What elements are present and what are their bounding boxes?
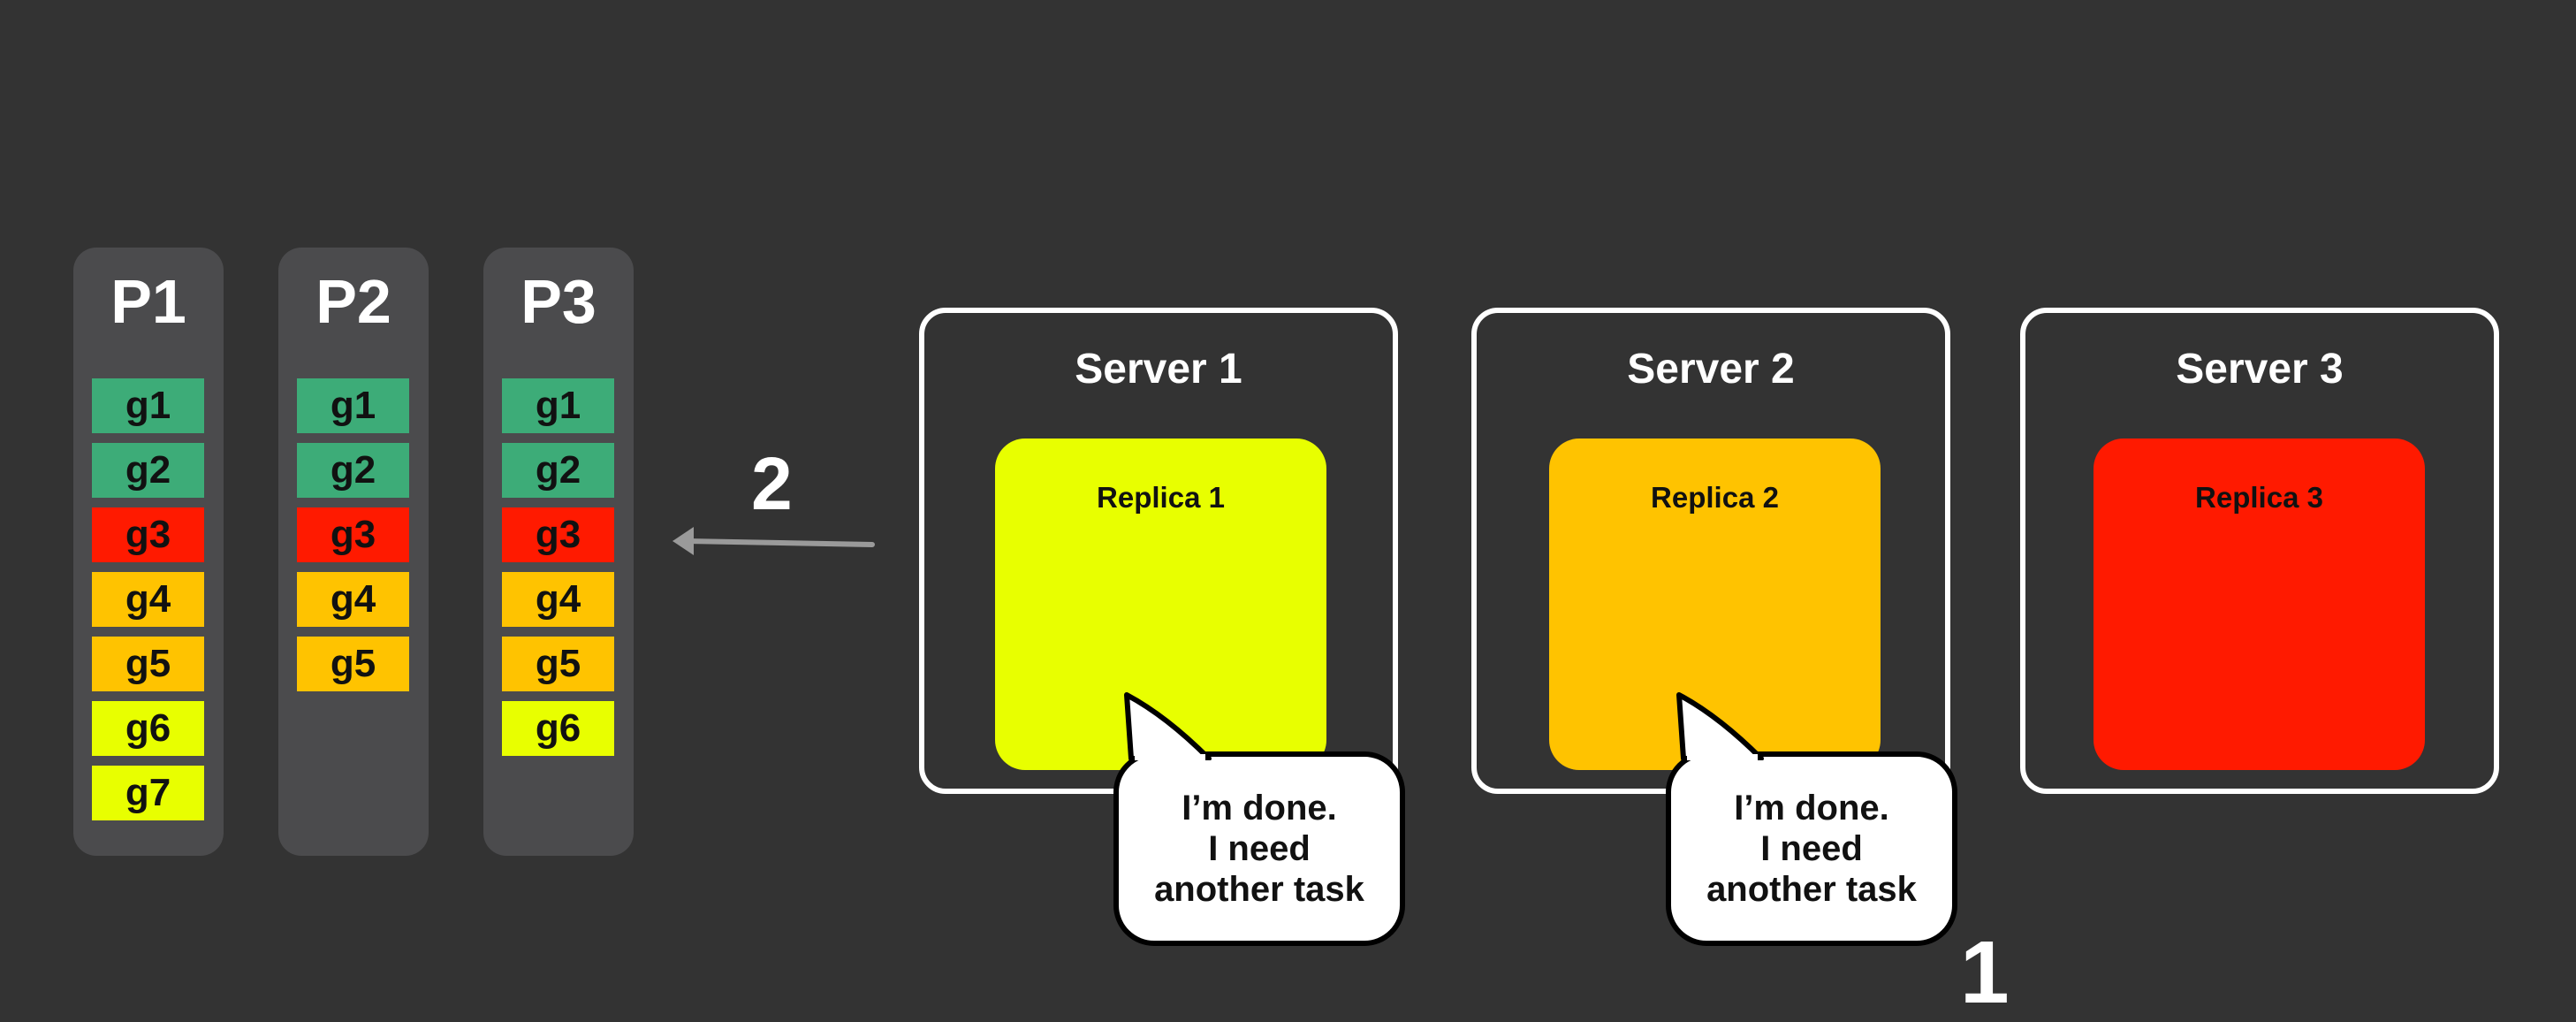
task-g2: g2 [502,443,614,498]
partition-p3: P3 g1 g2 g3 g4 g5 g6 [483,248,634,856]
task-g4: g4 [297,572,409,627]
bubble-text: I’m done. I need another task [1706,789,1917,909]
speech-bubble-2: I’m done. I need another task [1666,751,1957,946]
task-g4: g4 [502,572,614,627]
task-g7: g7 [92,766,204,820]
task-g6: g6 [92,701,204,756]
task-g1: g1 [92,378,204,433]
replica-label: Replica 3 [2195,481,2323,514]
server-title: Server 2 [1627,346,1795,393]
server-3: Server 3 [2020,308,2499,794]
server-title: Server 1 [1075,346,1242,393]
speech-bubble-tail [1124,692,1212,760]
task-g6: g6 [502,701,614,756]
partition-p2: P2 g1 g2 g3 g4 g5 [278,248,429,856]
task-g2: g2 [297,443,409,498]
partition-title: P1 [110,267,186,336]
request-arrow [672,527,875,555]
task-g5: g5 [297,637,409,691]
task-g1: g1 [297,378,409,433]
task-g3: g3 [92,507,204,562]
task-g1: g1 [502,378,614,433]
partition-p1: P1 g1 g2 g3 g4 g5 g6 g7 [73,248,224,856]
speech-bubble-1: I’m done. I need another task [1113,751,1405,946]
task-g5: g5 [92,637,204,691]
replica-label: Replica 2 [1651,481,1779,514]
partition-title: P2 [315,267,391,336]
replica-3: Replica 3 [2093,439,2425,770]
server-title: Server 3 [2176,346,2344,393]
bubble-text: I’m done. I need another task [1154,789,1364,909]
replica-label: Replica 1 [1097,481,1225,514]
task-g4: g4 [92,572,204,627]
speech-bubble-tail [1676,692,1764,760]
partition-title: P3 [521,267,597,336]
step-number-request: 2 [751,442,793,525]
task-g3: g3 [297,507,409,562]
task-g3: g3 [502,507,614,562]
step-number-response: 1 [1960,923,2010,1022]
task-g2: g2 [92,443,204,498]
task-g5: g5 [502,637,614,691]
